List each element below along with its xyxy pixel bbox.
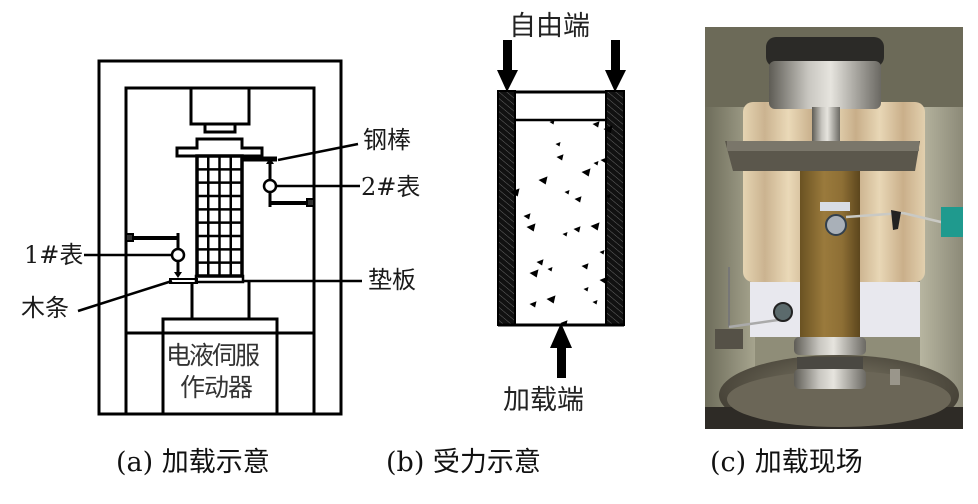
label-gauge-1: 1#表 [24,241,84,269]
loading-head-tip [203,122,237,134]
actuator-box [161,317,279,416]
aggregate-speck [599,250,605,255]
free-end-arrow-left [497,40,518,92]
right-tube-wall [605,90,625,326]
gauge-1-dial [170,247,186,263]
aggregate-speck [556,154,564,161]
aggregate-speck [593,161,599,166]
panel-a-loading-schematic: 钢棒 2#表 垫板 1#表 木条 电液伺服 作动器 [0,0,460,440]
aggregate-speck [523,213,531,220]
aggregate-speck [573,226,581,233]
label-loading-end: 加载端 [503,385,584,416]
aggregate-speck [510,188,520,197]
aggregate-speck [529,269,539,278]
aggregate-speck [592,300,598,305]
loading-head [189,86,251,126]
aggregate-speck [600,157,608,164]
caption-panel-c: (c) 加载现场 [710,447,863,478]
label-steel-rod: 钢棒 [363,126,411,154]
aggregate-speck [603,125,613,134]
label-pad-plate: 垫板 [368,266,416,294]
specimen-grid [197,156,242,276]
aggregate-speck [583,287,589,292]
label-wood-strip: 木条 [21,294,69,322]
aggregate-speck [560,320,568,327]
force-diagram-drawing [497,40,626,378]
aggregate-speck [581,168,591,177]
aggregate-speck [526,223,536,232]
label-actuator-line1: 电液伺服 [166,341,260,370]
aggregate-speck [562,232,568,237]
aggregate-speck [592,121,600,128]
aggregate-speck [590,222,600,231]
pad-plate [194,274,245,284]
gauge-2-assembly [242,156,315,207]
gauge-1-assembly [125,233,198,284]
aggregate-speck [536,259,544,266]
caption-panel-b: (b) 受力示意 [386,447,541,478]
aggregate-speck [605,194,611,199]
label-gauge-2: 2#表 [361,173,421,201]
caption-panel-a: (a) 加载示意 [116,447,270,478]
aggregate-speck [574,196,582,203]
wood-strip [169,278,198,284]
pedestal [190,282,251,319]
panel-c-loading-photo [705,27,963,429]
aggregate-speck [529,301,537,308]
free-end-arrow-right [605,40,626,92]
concrete-aggregates [510,120,613,327]
aggregate-speck [546,295,556,304]
teal-magnetic-base [941,207,963,237]
aggregate-speck [564,190,570,195]
panel-b-force-diagram: 自由端 加载端 [470,0,670,440]
loading-end-arrow [550,323,572,378]
top-cap [175,137,264,158]
leader-lines [77,142,362,313]
aggregate-speck [555,142,561,147]
aggregate-speck [581,263,589,270]
label-actuator-line2: 作动器 [180,373,253,402]
loading-schematic-drawing [77,59,362,416]
aggregate-speck [547,267,553,272]
aggregate-speck [538,176,548,185]
loading-site-photo [705,27,963,429]
label-free-end: 自由端 [509,11,590,42]
aggregate-speck [549,120,555,125]
aggregate-speck [599,276,609,285]
gauge-2-dial [262,178,278,194]
left-tube-wall [497,90,516,326]
